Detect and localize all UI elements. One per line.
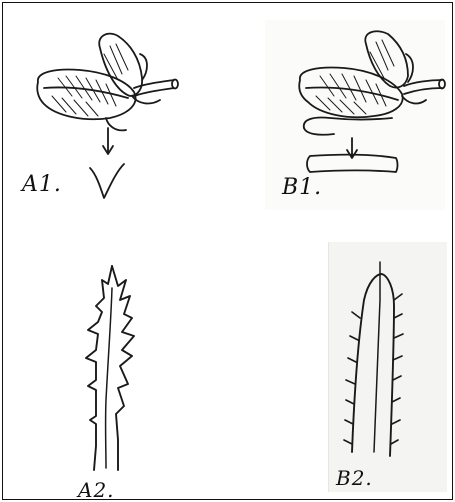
a1-curled-edge [106,118,126,130]
b2-left-bristles [344,312,360,444]
b1-main-wing [299,68,402,118]
b1-stalk [404,80,442,94]
specimen-b1 [299,31,445,172]
b2-outline [352,274,394,456]
specimen-a2 [86,266,134,470]
label-a1: A1. [22,172,62,197]
label-b1: B1. [282,175,322,200]
b1-fold-line [306,88,398,101]
b1-flat-edge [304,117,392,128]
a1-fold-line [44,87,128,98]
a1-venation [52,44,128,116]
label-a2: A2. [78,478,115,502]
a1-main-wing [37,70,135,120]
a2-midrib [106,288,112,468]
label-b2: B2. [336,466,373,490]
b1-flat-edge-lower [304,128,334,135]
b2-midrib [374,262,380,452]
a2-right-margin [112,266,134,470]
a1-stalk-tip [172,80,178,89]
specimen-b2 [344,262,403,456]
a1-cross-section-v [90,164,124,198]
